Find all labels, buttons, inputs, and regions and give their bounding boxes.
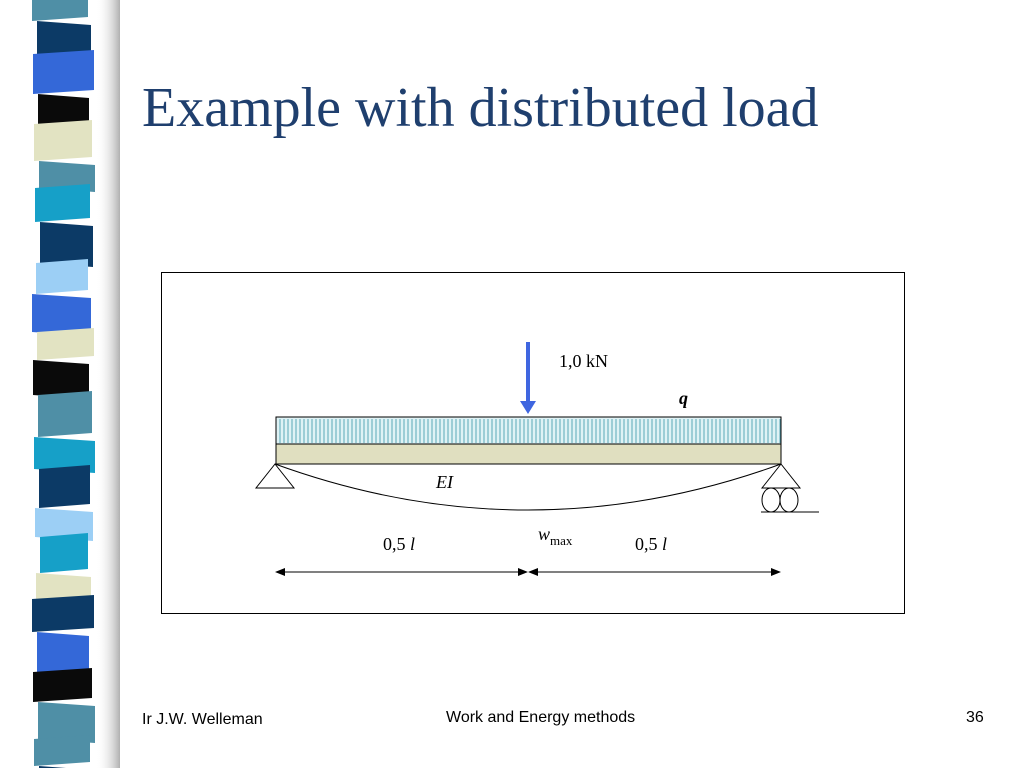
- sidebar-stripe: [34, 437, 95, 473]
- sidebar-stripe: [37, 21, 91, 58]
- deflection-label: wmax: [538, 524, 573, 548]
- sidebar-stripe: [32, 595, 94, 632]
- sidebar-stripe: [40, 533, 88, 573]
- right-span-label: 0,5 l: [635, 534, 667, 554]
- deflection-curve: [274, 463, 782, 511]
- stiffness-label: EI: [435, 472, 454, 492]
- sidebar-stripe: [35, 184, 90, 222]
- point-load-label: 1,0 kN: [559, 351, 608, 371]
- roller-support: [760, 463, 819, 513]
- right-span-value: 0,5: [635, 534, 662, 554]
- beam-diagram: 1,0 kN q EI wmax 0,5 l 0,5 l: [161, 272, 905, 614]
- slide-title: Example with distributed load: [142, 77, 819, 139]
- sidebar-stripe: [36, 573, 91, 603]
- sidebar-stripe: [33, 50, 94, 94]
- distributed-load-band: [275, 416, 782, 445]
- sidebar-stripe: [38, 94, 89, 128]
- dimension-right: [528, 568, 781, 576]
- left-span-value: 0,5: [383, 534, 410, 554]
- distributed-load-label: q: [679, 388, 688, 408]
- sidebar-stripe: [35, 508, 93, 541]
- left-span-unit: l: [410, 534, 415, 554]
- decorative-sidebar: [0, 0, 120, 768]
- footer-author: Ir J.W. Welleman: [142, 711, 263, 728]
- sidebar-stripe: [39, 465, 90, 508]
- sidebar-stripe: [39, 161, 95, 192]
- left-span-label: 0,5 l: [383, 534, 415, 554]
- sidebar-stripe: [33, 668, 92, 702]
- footer-title: Work and Energy methods: [446, 709, 636, 726]
- sidebar-stripe: [40, 222, 93, 267]
- page-number: 36: [966, 709, 984, 726]
- dimension-left: [275, 568, 528, 576]
- sidebar-stripe: [38, 702, 95, 743]
- sidebar-stripe: [33, 360, 89, 399]
- sidebar-stripe: [38, 391, 92, 437]
- deflection-symbol: w: [538, 524, 550, 544]
- sidebar-stripe: [36, 259, 88, 294]
- pin-support: [254, 463, 296, 489]
- sidebar-stripe: [34, 120, 92, 161]
- sidebar-stripe: [32, 0, 88, 21]
- sidebar-stripe: [37, 632, 89, 676]
- deflection-subscript: max: [550, 533, 573, 548]
- sidebar-stripe: [32, 294, 91, 336]
- sidebar-stripe: [34, 735, 90, 766]
- point-load-arrow: [520, 342, 536, 414]
- right-span-unit: l: [662, 534, 667, 554]
- beam: [275, 443, 782, 465]
- sidebar-stripe: [37, 328, 94, 360]
